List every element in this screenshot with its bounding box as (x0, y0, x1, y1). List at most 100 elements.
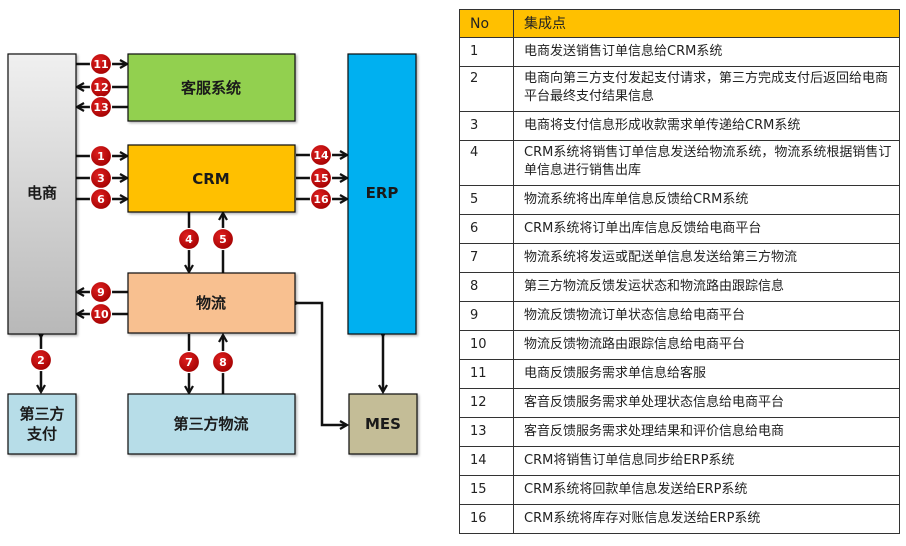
row-description: 第三方物流反馈发运状态和物流路由跟踪信息 (513, 272, 900, 302)
row-description: 物流系统将发运或配送单信息发送给第三方物流 (513, 243, 900, 273)
box-erp: ERP (347, 53, 417, 335)
badge-number: 6 (97, 193, 105, 206)
badge-number: 12 (93, 81, 108, 94)
row-number: 15 (459, 475, 514, 505)
badge-11: 11 (89, 52, 113, 76)
row-number: 4 (459, 140, 514, 186)
badge-13: 13 (89, 95, 113, 119)
box-ecommerce: 电商 (7, 53, 77, 335)
box-customer-service: 客服系统 (127, 53, 296, 122)
badge-6: 6 (89, 187, 113, 211)
badge-circle (309, 143, 333, 167)
badge-number: 15 (313, 172, 328, 185)
badge-14: 14 (309, 143, 333, 167)
badge-1: 1 (89, 144, 113, 168)
badge-number: 1 (97, 150, 105, 163)
header-no: No (459, 9, 514, 38)
badge-circle (89, 280, 113, 304)
badge-number: 7 (185, 356, 193, 369)
badge-circle (89, 95, 113, 119)
row-number: 6 (459, 214, 514, 244)
box-logistics: 物流 (127, 272, 296, 334)
box-mes: MES (348, 393, 418, 455)
mes-label: MES (365, 415, 401, 433)
row-number: 7 (459, 243, 514, 273)
row-number: 2 (459, 66, 514, 112)
row-number: 13 (459, 417, 514, 447)
row-description: CRM系统将回款单信息发送给ERP系统 (513, 475, 900, 505)
row-number: 16 (459, 504, 514, 534)
badge-10: 10 (89, 302, 113, 326)
row-description: 物流反馈物流订单状态信息给电商平台 (513, 301, 900, 331)
badge-3: 3 (89, 166, 113, 190)
badge-16: 16 (309, 187, 333, 211)
customer-service-label: 客服系统 (180, 79, 241, 97)
row-description: 物流系统将出库单信息反馈给CRM系统 (513, 185, 900, 215)
table-header-row: No 集成点 (459, 9, 900, 38)
badge-circle (211, 227, 235, 251)
badge-circle (89, 302, 113, 326)
badge-number: 9 (97, 286, 105, 299)
badge-2: 2 (29, 348, 53, 372)
row-description: CRM系统将销售订单信息发送给物流系统，物流系统根据销售订单信息进行销售出库 (513, 140, 900, 186)
row-description: CRM将销售订单信息同步给ERP系统 (513, 446, 900, 476)
badge-4: 4 (177, 227, 201, 251)
row-number: 5 (459, 185, 514, 215)
row-description: 物流反馈物流路由跟踪信息给电商平台 (513, 330, 900, 360)
crm-label: CRM (192, 170, 230, 188)
row-number: 10 (459, 330, 514, 360)
box-crm: CRM (127, 144, 296, 213)
row-description: 电商向第三方支付发起支付请求，第三方完成支付后返回给电商平台最终支付结果信息 (513, 66, 900, 112)
badge-number: 11 (93, 58, 108, 71)
row-number: 9 (459, 301, 514, 331)
badge-number: 8 (219, 356, 227, 369)
box-third-party-payment: 第三方 支付 (7, 393, 77, 455)
badge-circle (177, 350, 201, 374)
logistics-label: 物流 (196, 294, 226, 312)
badge-circle (89, 144, 113, 168)
badge-circle (89, 52, 113, 76)
row-description: 客音反馈服务需求单处理状态信息给电商平台 (513, 388, 900, 418)
row-number: 14 (459, 446, 514, 476)
badge-15: 15 (309, 166, 333, 190)
row-number: 3 (459, 111, 514, 141)
badge-number: 2 (37, 354, 45, 367)
badge-8: 8 (211, 350, 235, 374)
ecommerce-label: 电商 (27, 184, 57, 202)
row-number: 8 (459, 272, 514, 302)
badge-circle (89, 187, 113, 211)
row-number: 1 (459, 37, 514, 67)
badge-5: 5 (211, 227, 235, 251)
header-integration-point: 集成点 (513, 9, 900, 38)
badge-number: 4 (185, 233, 193, 246)
badge-circle (309, 187, 333, 211)
badge-number: 14 (313, 149, 329, 162)
third-party-logistics-label: 第三方物流 (173, 415, 248, 433)
badge-number: 10 (93, 308, 109, 321)
badge-circle (211, 350, 235, 374)
row-number: 12 (459, 388, 514, 418)
badge-circle (177, 227, 201, 251)
badge-7: 7 (177, 350, 201, 374)
box-third-party-logistics: 第三方物流 (127, 393, 296, 455)
third-party-payment-label-line2: 支付 (26, 425, 57, 443)
row-description: CRM系统将库存对账信息发送给ERP系统 (513, 504, 900, 534)
